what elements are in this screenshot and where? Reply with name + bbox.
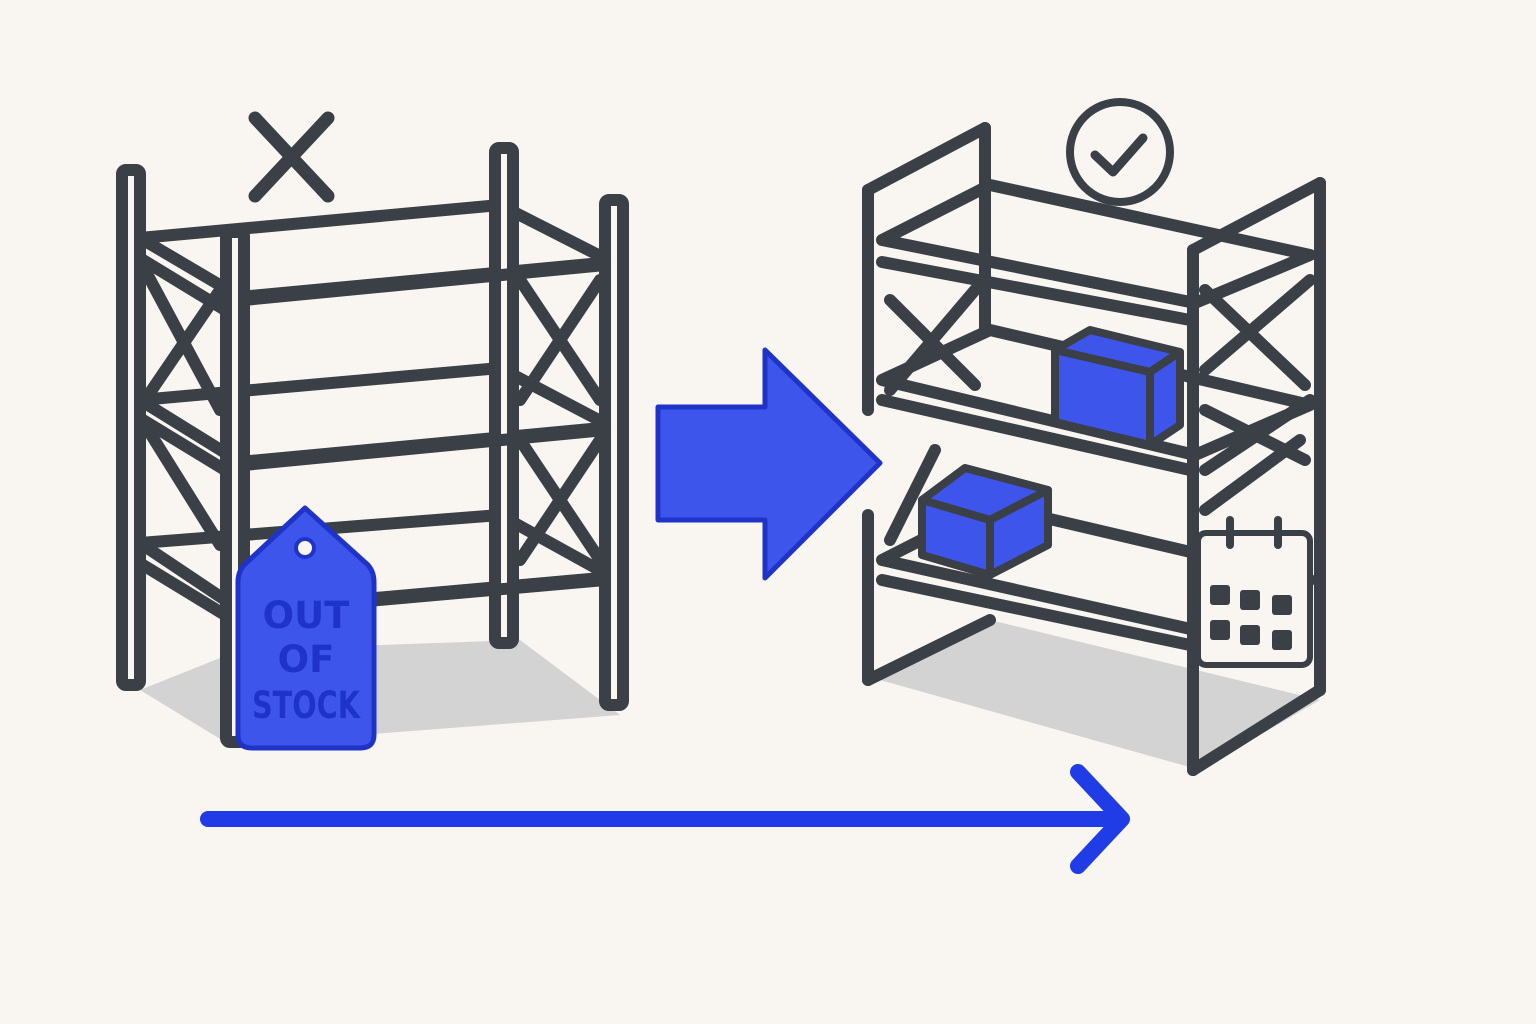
left-post-back-right	[489, 142, 519, 649]
empty-shelf	[116, 142, 629, 748]
tag-line-1: OUT	[263, 594, 350, 637]
left-post-front-right	[599, 194, 629, 711]
stock-box-lower	[918, 464, 1052, 579]
tag-line-2: OF	[278, 638, 335, 681]
stocked-shelf	[862, 122, 1326, 776]
left-post-back-left	[116, 164, 146, 691]
x-mark-icon	[248, 111, 335, 203]
stocked-shelf-shadow	[880, 620, 1320, 770]
stock-box-upper	[1051, 326, 1184, 449]
right-arrow-icon	[655, 347, 883, 581]
tag-shape	[235, 505, 377, 751]
out-of-stock-tag: OUT OF STOCK	[235, 505, 377, 751]
tag-line-3: STOCK	[252, 684, 361, 727]
calendar-icon	[1195, 516, 1313, 668]
timeline-arrow-icon	[200, 764, 1130, 874]
stocked-board-top	[876, 179, 1316, 309]
checkmark-circle-icon	[1066, 98, 1174, 206]
empty-shelf-shadow	[140, 640, 620, 745]
tag-hole	[294, 537, 316, 559]
